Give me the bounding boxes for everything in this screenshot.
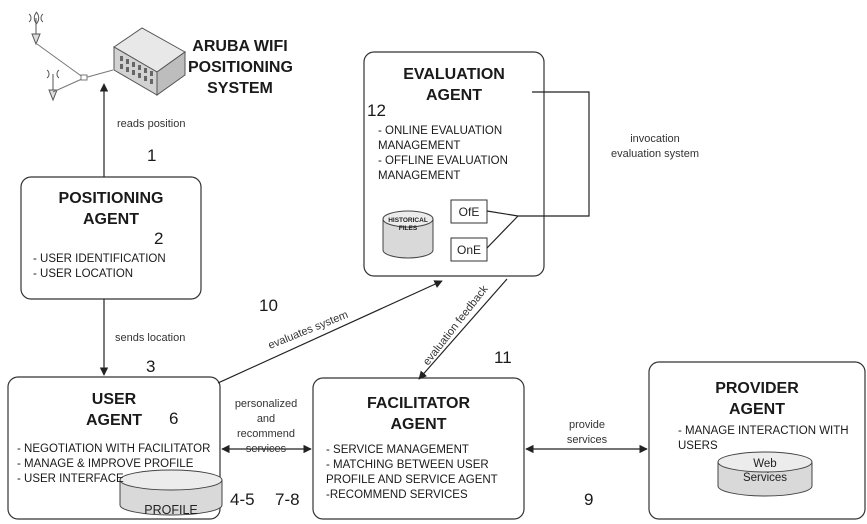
step-number-3: 3 <box>146 357 156 376</box>
provide-services-label-line: services <box>566 434 608 446</box>
historical-files-database <box>382 210 434 259</box>
one-box <box>450 237 488 262</box>
personalized-label-line: recommend <box>236 428 296 440</box>
web-services-label-2: Services <box>743 472 787 484</box>
evaluation-feedback-label: evaluation feedback <box>421 283 491 368</box>
profile-database <box>119 469 223 516</box>
wifi-network-links <box>36 43 114 93</box>
invocation-label-line: invocation <box>630 133 680 145</box>
list-item: -RECOMMEND SERVICES <box>326 489 468 501</box>
step-number-11: 11 <box>494 348 512 367</box>
step-number-12: 12 <box>367 101 386 120</box>
positioning-agent-title-line: AGENT <box>83 211 139 228</box>
sends-location-label: sends location <box>115 332 186 344</box>
invocation-label-line: evaluation system <box>610 148 700 160</box>
list-item: - MANAGE INTERACTION WITH <box>678 425 849 437</box>
personalized-label: personalized and recommend services <box>224 397 308 457</box>
profile-label: PROFILE <box>144 503 198 517</box>
evaluation-agent-title: EVALUATION AGENT <box>364 64 544 106</box>
reads-position-label: reads position <box>117 118 186 130</box>
one-label: OnE <box>457 243 481 257</box>
aruba-server-icon <box>113 27 186 96</box>
list-item: MANAGEMENT <box>378 140 461 152</box>
list-item: - ONLINE EVALUATION <box>378 125 503 137</box>
list-item: - USER LOCATION <box>33 268 134 280</box>
personalized-label-line: personalized <box>234 398 298 410</box>
provider-agent-items: - MANAGE INTERACTION WITH USERS <box>678 424 849 454</box>
facilitator-agent-title: FACILITATOR AGENT <box>313 393 524 435</box>
web-services-database <box>717 451 813 497</box>
personalized-label-line: services <box>245 443 287 455</box>
step-number-9: 9 <box>584 490 594 509</box>
user-agent-title: USER AGENT <box>8 389 220 431</box>
facilitator-agent-title-line: AGENT <box>390 416 447 433</box>
evaluation-agent-title-line: AGENT <box>426 87 482 104</box>
list-item: PROFILE AND SERVICE AGENT <box>326 474 498 486</box>
positioning-agent-title-line: POSITIONING <box>58 190 164 207</box>
personalized-label-line: and <box>256 413 276 425</box>
step-number-10: 10 <box>259 296 278 315</box>
evaluation-agent-items: - ONLINE EVALUATION MANAGEMENT - OFFLINE… <box>378 124 508 184</box>
provider-agent-title: PROVIDER AGENT <box>649 378 865 420</box>
positioning-agent-box <box>20 176 202 300</box>
historical-files-label-2: FILES <box>399 225 418 232</box>
aruba-title-line: ARUBA WIFI <box>192 38 288 55</box>
step-number-4-5: 4-5 <box>230 490 255 509</box>
list-item: - SERVICE MANAGEMENT <box>326 444 469 456</box>
list-item: - OFFLINE EVALUATION <box>378 155 508 167</box>
invocation-connector <box>518 91 590 217</box>
historical-files-label: HISTORICAL <box>388 217 428 224</box>
step-number-7-8: 7-8 <box>275 490 300 509</box>
facilitator-agent-items: - SERVICE MANAGEMENT - MATCHING BETWEEN … <box>326 443 498 503</box>
wifi-antenna-icon <box>28 11 44 46</box>
positioning-agent-items: - USER IDENTIFICATION - USER LOCATION <box>33 252 166 282</box>
positioning-agent-title: POSITIONING AGENT <box>21 188 201 230</box>
list-item: - NEGOTIATION WITH FACILITATOR <box>17 443 211 455</box>
list-item: - USER IDENTIFICATION <box>33 253 166 265</box>
ofe-label: OfE <box>459 205 480 219</box>
list-item: - USER INTERFACE <box>17 473 124 485</box>
one-connector <box>486 215 519 249</box>
provider-agent-title-line: PROVIDER <box>715 380 799 397</box>
step-number-2: 2 <box>154 229 164 248</box>
list-item: - MANAGE & IMPROVE PROFILE <box>17 458 194 470</box>
evaluates-system-label: evaluates system <box>267 309 350 352</box>
provide-services-label-line: provide <box>568 419 606 431</box>
evaluation-feedback-arrow <box>418 278 508 380</box>
step-number-6: 6 <box>169 409 179 428</box>
user-agent-items: - NEGOTIATION WITH FACILITATOR - MANAGE … <box>17 442 210 487</box>
step-number-1: 1 <box>147 146 157 165</box>
web-services-label: Web <box>753 458 776 470</box>
evaluates-system-arrow <box>217 280 443 384</box>
facilitator-agent-title-line: FACILITATOR <box>366 395 471 412</box>
wifi-antenna-icon <box>46 69 60 102</box>
aruba-title-line: POSITIONING <box>188 59 293 76</box>
invocation-label: invocation evaluation system <box>609 132 701 162</box>
ofe-connector <box>486 210 519 217</box>
user-agent-title-line: AGENT <box>86 412 142 429</box>
provide-services-label: provide services <box>557 418 617 448</box>
user-agent-title-line: USER <box>91 391 137 408</box>
provider-agent-title-line: AGENT <box>729 401 785 418</box>
evaluation-agent-title-line: EVALUATION <box>403 66 505 83</box>
list-item: - MATCHING BETWEEN USER <box>326 459 489 471</box>
list-item: USERS <box>678 440 718 452</box>
list-item: MANAGEMENT <box>378 170 461 182</box>
aruba-title: ARUBA WIFI POSITIONING SYSTEM <box>188 36 293 99</box>
aruba-title-line: SYSTEM <box>207 80 273 97</box>
